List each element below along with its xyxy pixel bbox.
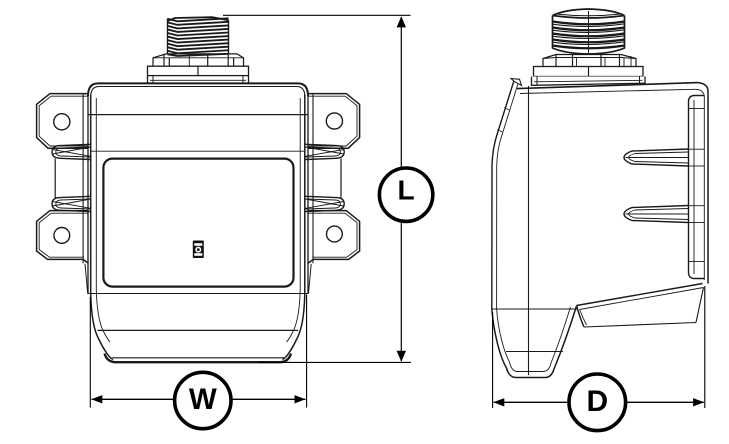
- svg-text:L: L: [398, 175, 415, 206]
- svg-text:W: W: [189, 383, 217, 416]
- svg-text:D: D: [586, 385, 608, 418]
